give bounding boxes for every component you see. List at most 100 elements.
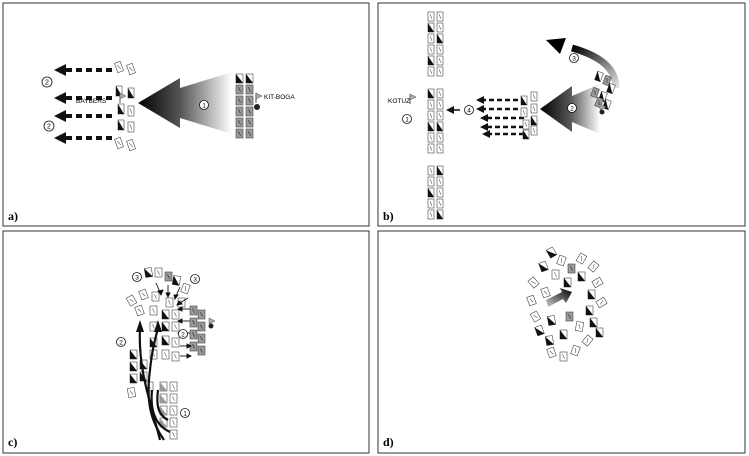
unit-block [527,276,540,289]
flank-arrow-b [571,44,620,89]
unit-block [129,373,138,384]
unit-block [126,138,136,152]
marker-a-2-bottom: 2 [43,120,55,132]
unit-block [587,260,600,273]
unit-block [127,121,135,133]
unit-block [546,346,557,359]
unit-block [520,95,528,106]
unit-block [436,11,444,22]
unit-block [436,165,444,176]
svg-text:3: 3 [572,56,576,63]
unit-block [595,327,604,338]
unit-block [427,88,435,99]
unit-block [567,263,576,274]
unit-block [570,344,581,357]
unit-block [530,91,538,102]
unit-block [164,271,173,282]
svg-text:1: 1 [202,103,206,110]
marker-c-2-left: 2 [116,337,126,347]
unit-block [189,305,198,316]
panel-c [2,230,370,454]
unit-block [520,107,528,118]
unit-block [245,117,254,128]
unit-block [530,115,538,126]
unit-block [556,254,567,267]
unit-block [427,143,435,154]
unit-block [245,95,254,106]
unit-block [117,119,125,131]
panel-b-label: b) [383,209,394,223]
marker-b-1: 1 [402,114,412,124]
encircling-arrows-c [138,327,171,441]
unit-block [245,106,254,117]
unit-block [574,321,585,332]
unit-block [169,381,178,392]
unit-block [161,309,170,320]
unit-block [126,62,136,76]
unit-block [427,198,435,209]
unit-block [427,44,435,55]
unit-block [151,291,160,302]
unit-block [427,165,435,176]
unit-block [161,335,170,346]
panel-c-label: c) [8,435,17,449]
unit-block [197,345,206,356]
unit-block [436,99,444,110]
kitboga-flag-c-icon [208,317,216,329]
unit-block [235,95,244,106]
unit-block [436,55,444,66]
unit-block [591,276,604,289]
unit-block [595,296,608,309]
main-advance-arrow-a [138,72,232,134]
unit-block [594,70,604,83]
panel-d-label: d) [383,435,394,449]
kitboga-flag-b-icon [599,103,607,115]
unit-block [436,198,444,209]
unit-block [127,87,135,99]
kotuz-column-units [427,11,444,220]
unit-block [161,321,170,332]
unit-block [530,103,538,114]
unit-block [436,132,444,143]
unit-block [427,55,435,66]
svg-text:1: 1 [183,411,187,418]
unit-block [129,361,138,372]
panel-d [377,230,746,454]
kotuz-label: KOTUZ [388,98,410,105]
unit-block [534,324,545,337]
unit-block [171,309,180,320]
unit-block [436,44,444,55]
kitboga-units [235,73,254,139]
panel-c-content: 3 3 2 2 1 [116,267,216,441]
unit-block [189,317,198,328]
svg-text:2: 2 [181,332,185,339]
unit-block [526,294,537,307]
unit-block [245,128,254,139]
unit-block [427,110,435,121]
svg-text:3: 3 [135,275,139,282]
unit-block [114,136,124,150]
svg-text:3: 3 [193,277,197,284]
unit-block [235,117,244,128]
unit-block [235,73,244,84]
unit-block [235,128,244,139]
marker-b-4: 4 [464,105,474,115]
unit-block [436,143,444,154]
unit-block [427,121,435,132]
panel-a-label: a) [8,209,18,223]
unit-block [529,310,542,323]
unit-block [427,187,435,198]
unit-block [436,88,444,99]
unit-block [427,176,435,187]
unit-block [522,119,530,130]
marker-c-2-right: 2 [178,329,188,339]
unit-block [436,66,444,77]
unit-block [551,269,560,280]
unit-block [149,305,158,316]
unit-block [436,33,444,44]
unit-block [590,86,600,99]
panel-a-content: BAYBERS KIT-BOGA 2 2 1 [41,60,295,152]
unit-block [606,82,616,95]
unit-block [169,393,178,404]
unit-block [602,74,612,87]
